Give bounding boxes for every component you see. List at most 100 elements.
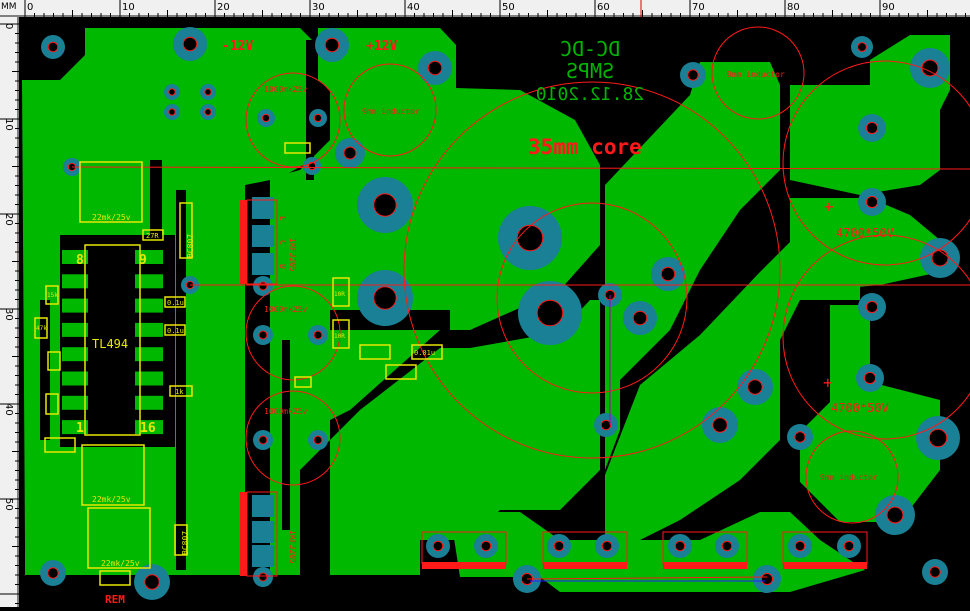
through-hole-pad[interactable] [788, 534, 812, 558]
through-hole-pad[interactable] [680, 62, 706, 88]
through-hole-pad[interactable] [851, 36, 873, 58]
inductor-label: 9mm inductor [362, 107, 420, 116]
ruler-label: 30 [3, 308, 14, 321]
bigcap-label: 4700*50V [831, 401, 889, 415]
ic-label: TL494 [92, 337, 128, 351]
through-hole-pad[interactable] [910, 48, 950, 88]
through-hole-pad[interactable] [173, 27, 207, 61]
ruler-label: 10 [3, 118, 14, 131]
copper-pour-center-right [605, 62, 780, 470]
pcb-board-canvas[interactable]: TL494 8 9 1 16 22mk/25v 22mk/25v 22mk/25… [19, 17, 970, 607]
through-hole-pad[interactable] [623, 301, 657, 335]
ic-pin-pad [62, 298, 88, 313]
pin-label: 8 [76, 253, 84, 268]
through-hole-pad[interactable] [308, 430, 328, 450]
through-hole-pad[interactable] [418, 51, 452, 85]
resistor-value: 10R [334, 333, 345, 340]
through-hole-pad[interactable] [357, 177, 413, 233]
through-hole-pad[interactable] [253, 430, 273, 450]
through-hole-pad[interactable] [651, 257, 685, 291]
through-hole-pad[interactable] [309, 109, 327, 127]
through-hole-pad[interactable] [40, 560, 66, 586]
copper-pour-right-low [800, 305, 940, 522]
ruler-label: 40 [3, 403, 14, 416]
ic-pin-pad [62, 395, 88, 410]
through-hole-pad[interactable] [858, 114, 886, 142]
through-hole-pad[interactable] [715, 534, 739, 558]
through-hole-pad[interactable] [315, 28, 349, 62]
ruler-label: 50 [3, 498, 14, 511]
board-title-line1: DC-DC [560, 37, 620, 61]
pin-label: 9 [139, 253, 147, 268]
board-title-line3: 28.12.2010 [536, 84, 644, 105]
component-outlines [71, 26, 970, 580]
ic-pin-pad [62, 250, 88, 264]
ic-pin-pad [62, 420, 88, 435]
cap-outline [245, 390, 341, 486]
ruler-label: 20 [217, 2, 230, 13]
copper-pour-right-cap [790, 198, 940, 292]
through-hole-pad[interactable] [253, 325, 273, 345]
through-hole-pad[interactable] [702, 407, 738, 443]
ruler-label: 60 [597, 2, 610, 13]
transistor-label: BC807 [186, 234, 195, 258]
pin-c-label: C [278, 240, 287, 245]
mosfet-heatsink-bars [240, 200, 867, 576]
through-hole-pad[interactable] [253, 276, 273, 296]
through-hole-pad[interactable] [594, 413, 618, 437]
cap-value: 0.1u [167, 327, 184, 335]
through-hole-pad[interactable] [200, 104, 216, 120]
copper-pour-mid-lower [330, 300, 600, 575]
ruler-label: 10 [122, 2, 135, 13]
through-hole-pad[interactable] [668, 534, 692, 558]
through-hole-pad[interactable] [858, 188, 886, 216]
transistor-label: BC807 [181, 531, 190, 555]
through-hole-pad[interactable] [498, 206, 562, 270]
cap-value: 22mk/25v [92, 495, 131, 504]
through-hole-pad[interactable] [308, 325, 328, 345]
ic-pin-pad [135, 420, 163, 435]
through-hole-pad[interactable] [257, 109, 275, 127]
ic-pin-pad [135, 274, 163, 289]
through-hole-pad[interactable] [134, 564, 170, 600]
ruler-label: 50 [502, 2, 515, 13]
core-inner-outline [496, 202, 688, 394]
through-hole-pad[interactable] [922, 559, 948, 585]
polarity-mark: + [823, 373, 833, 392]
ruler-label: 90 [882, 2, 895, 13]
through-hole-pad[interactable] [335, 138, 365, 168]
bigcap-outline [782, 234, 970, 440]
bigcap-outline [782, 60, 970, 266]
through-hole-pad[interactable] [426, 534, 450, 558]
through-hole-pad[interactable] [518, 281, 582, 345]
through-hole-pad[interactable] [787, 424, 813, 450]
through-hole-pad[interactable] [547, 534, 571, 558]
through-hole-pad[interactable] [200, 84, 216, 100]
through-hole-pad[interactable] [164, 104, 180, 120]
through-hole-pad[interactable] [357, 270, 413, 326]
cap-label: 1000mk25v [264, 305, 308, 314]
through-hole-pad[interactable] [837, 534, 861, 558]
cap-value: 0.01u [414, 349, 435, 357]
through-hole-pad[interactable] [474, 534, 498, 558]
through-hole-pad[interactable] [856, 364, 884, 392]
through-hole-pad[interactable] [737, 369, 773, 405]
through-hole-pad[interactable] [595, 534, 619, 558]
through-hole-pad[interactable] [753, 565, 781, 593]
through-hole-pad[interactable] [916, 416, 960, 460]
pin-label: 16 [140, 421, 156, 436]
silkscreen [34, 142, 443, 586]
ic-pin-pad [135, 347, 163, 362]
ic-pin-pad [62, 274, 88, 289]
through-hole-pad[interactable] [253, 567, 273, 587]
through-hole-pad[interactable] [41, 35, 65, 59]
to220-pads [252, 197, 274, 567]
ruler-label: 70 [692, 2, 705, 13]
through-hole-pad[interactable] [875, 495, 915, 535]
ruler-label: 30 [312, 2, 325, 13]
through-hole-pad[interactable] [858, 293, 886, 321]
through-hole-pad[interactable] [164, 84, 180, 100]
core-outline [403, 81, 781, 459]
